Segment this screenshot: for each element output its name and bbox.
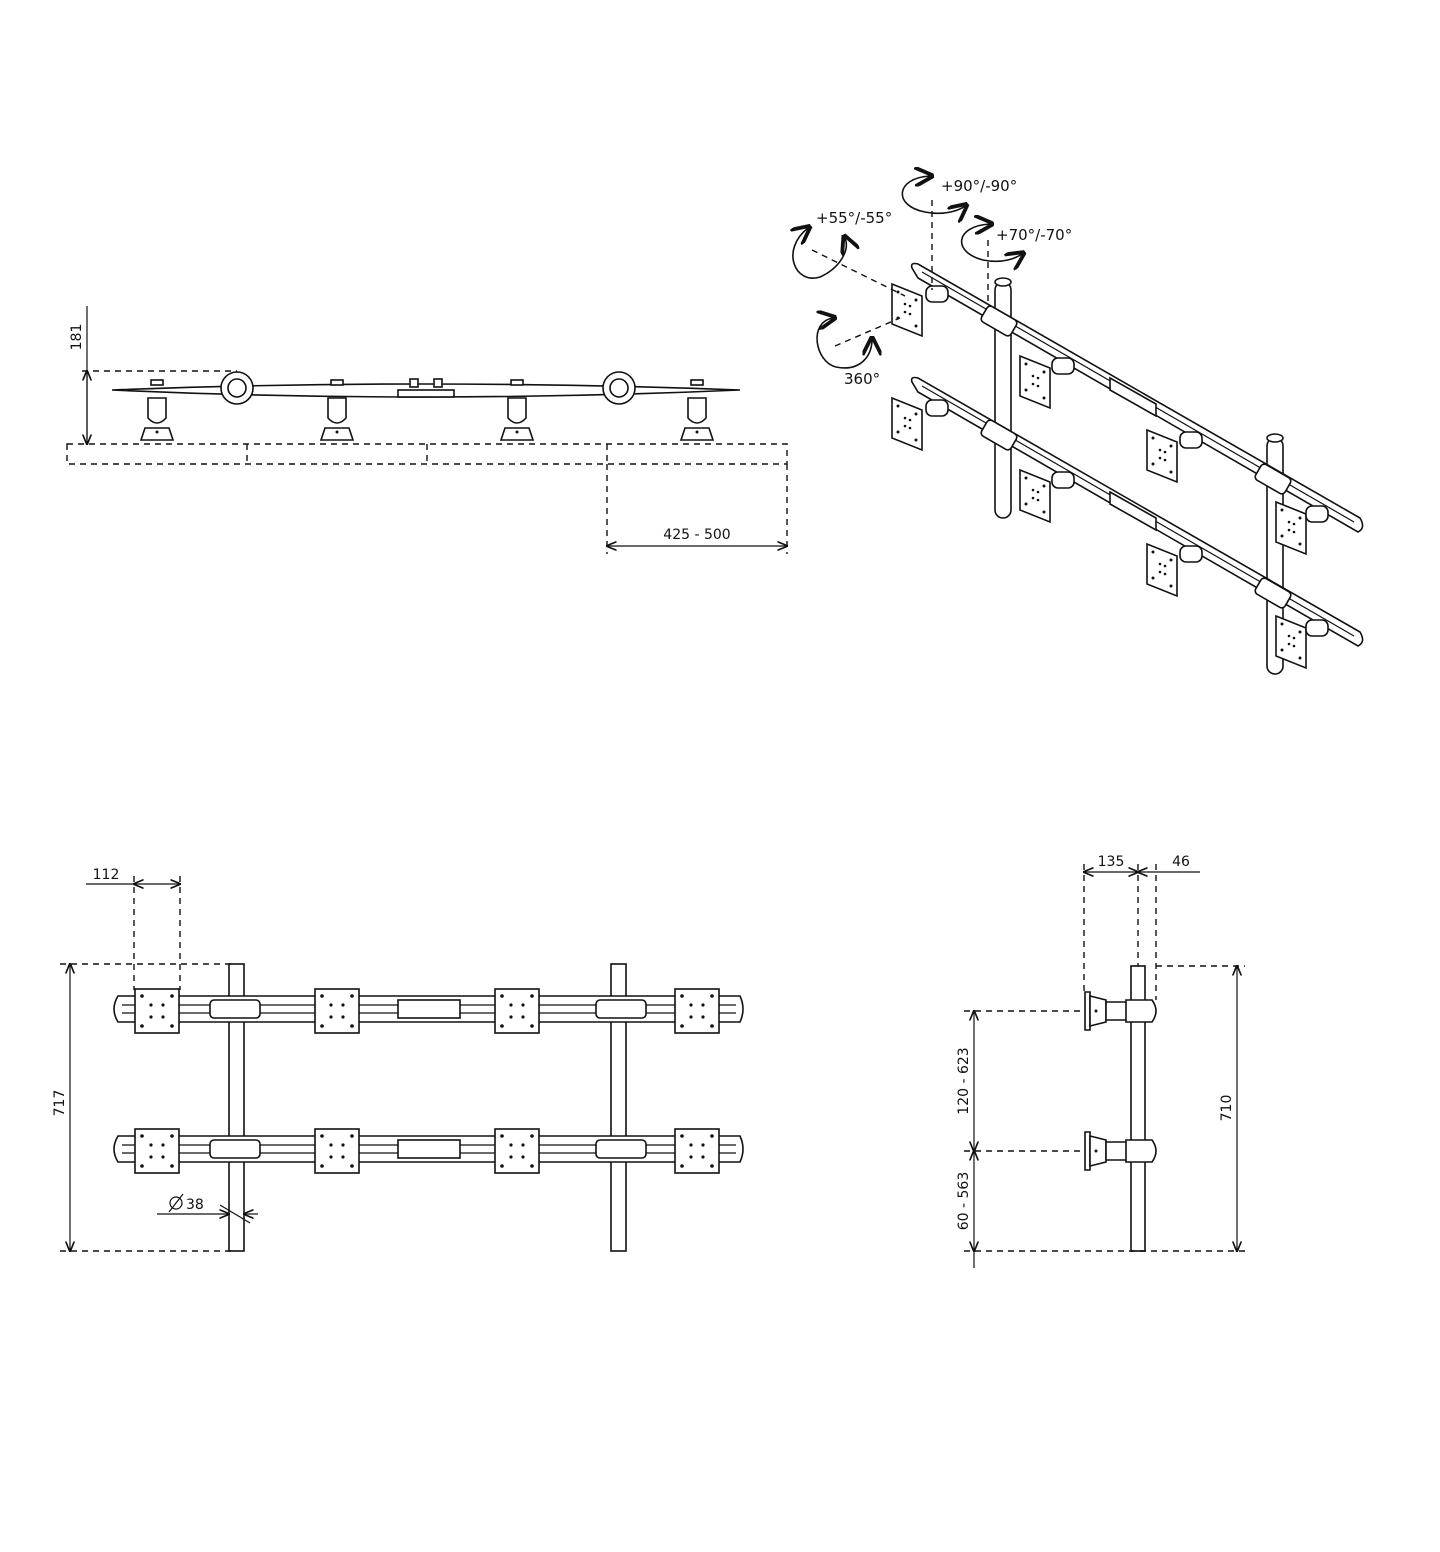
- perspective-view: +55°/-55° +90°/-90° +70°/-70° 360°: [793, 176, 1364, 675]
- front-dim-height: 717: [52, 964, 236, 1251]
- dim-plate-label: 112: [93, 867, 120, 883]
- side-clamps: [139, 379, 715, 441]
- side-dim-height: 181: [69, 306, 237, 444]
- side-dim-depth: 425 - 500: [607, 464, 787, 554]
- profile-view: 135 46 120 - 623 60 - 563 710: [956, 854, 1245, 1268]
- side-view: 181 425 - 500: [66, 306, 788, 554]
- front-poles: [228, 963, 627, 1252]
- profile-dim-arm: 135 46: [1084, 854, 1200, 1000]
- front-view: 112 717 38: [52, 867, 744, 1252]
- front-lower-rail: [113, 1135, 744, 1163]
- dim-height-label: 181: [69, 324, 85, 351]
- perspective-upper-rail: [910, 262, 1364, 533]
- swivel-rotation-icon: +70°/-70°: [960, 224, 1072, 261]
- side-rail: [111, 371, 741, 441]
- dim-upper-range-label: 120 - 623: [956, 1047, 972, 1114]
- rotate-label: 360°: [844, 370, 880, 388]
- swivel-label: +70°/-70°: [996, 226, 1072, 244]
- pan-label: +90°/-90°: [941, 177, 1017, 195]
- side-pole-clamps: [220, 371, 636, 405]
- tilt-label: +55°/-55°: [816, 209, 892, 227]
- profile-lower-arm: [1084, 1131, 1157, 1171]
- rotate-360-icon: 360°: [817, 318, 880, 388]
- dim-depth-label: 425 - 500: [663, 527, 730, 543]
- dim-arm-label: 135: [1098, 854, 1125, 870]
- dim-pole-label: 38: [186, 1197, 204, 1213]
- tilt-rotation-icon: +55°/-55°: [793, 209, 892, 279]
- perspective-lower-rail: [910, 376, 1364, 647]
- front-dim-pole: 38: [157, 1193, 258, 1224]
- perspective-poles: [994, 277, 1284, 675]
- dim-height-front-label: 717: [52, 1090, 68, 1117]
- dim-clamp-label: 46: [1172, 854, 1190, 870]
- front-upper-rail: [113, 995, 744, 1023]
- front-dim-plate: 112: [86, 867, 180, 990]
- profile-upper-arm: [1084, 991, 1157, 1031]
- dim-pole-height-label: 710: [1219, 1095, 1235, 1122]
- pan-rotation-icon: +90°/-90°: [901, 176, 1017, 213]
- profile-dim-ranges: 120 - 623 60 - 563 710: [956, 966, 1245, 1268]
- desk-surface: [66, 443, 788, 465]
- dim-lower-range-label: 60 - 563: [956, 1172, 972, 1231]
